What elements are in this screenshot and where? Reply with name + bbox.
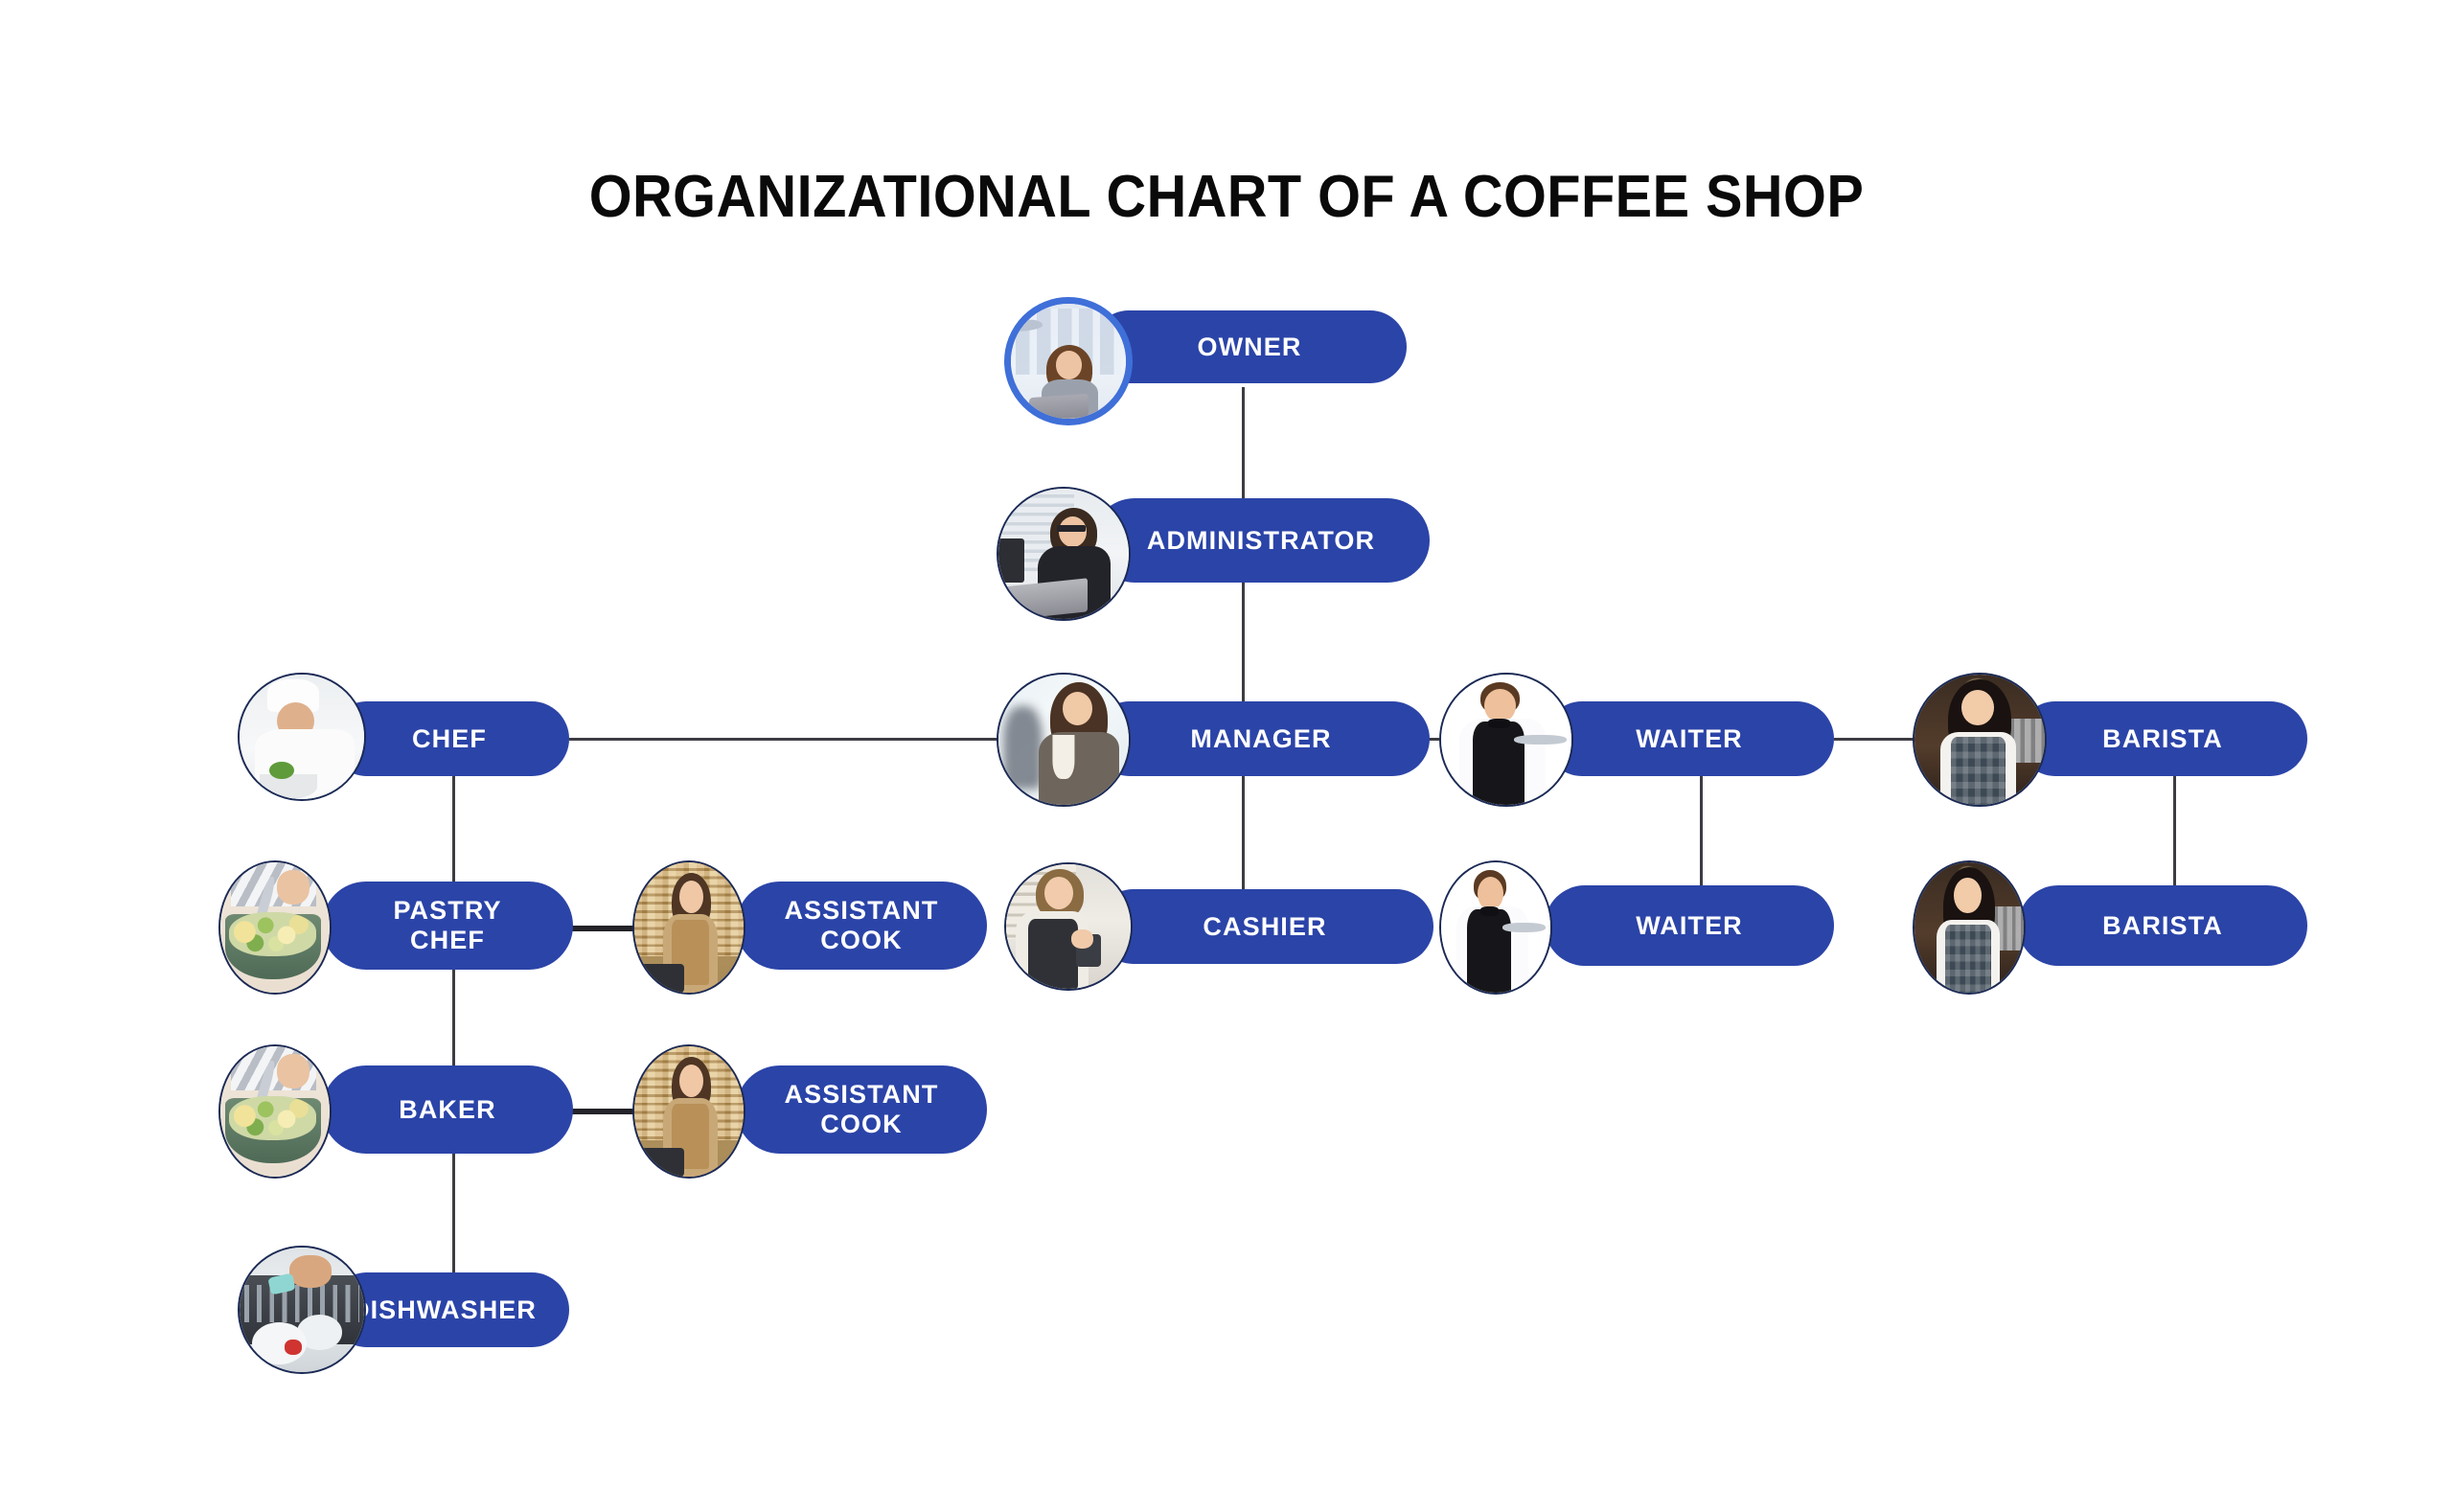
node-administrator-label: ADMINISTRATOR: [1146, 525, 1376, 555]
node-pastry-chef-photo: [218, 860, 332, 995]
node-dishwasher[interactable]: DISHWASHER: [238, 1246, 569, 1376]
node-pastry-chef[interactable]: PASTRY CHEF: [218, 860, 573, 995]
node-owner-photo: [1004, 297, 1133, 425]
node-dishwasher-photo: [238, 1246, 366, 1374]
node-assistant-cook-2-photo: [632, 1044, 745, 1179]
node-assistant-cook-1[interactable]: ASSISTANT COOK: [632, 860, 987, 995]
node-cashier[interactable]: CASHIER: [1004, 862, 1433, 993]
page-title: ORGANIZATIONAL CHART OF A COFFEE SHOP: [588, 164, 1865, 230]
node-chef[interactable]: CHEF: [238, 673, 569, 803]
node-barista-2-label: BARISTA: [2102, 910, 2223, 940]
node-administrator-pill[interactable]: ADMINISTRATOR: [1092, 498, 1430, 583]
node-assistant-cook-2[interactable]: ASSISTANT COOK: [632, 1044, 987, 1179]
node-owner-label: OWNER: [1197, 332, 1302, 361]
node-administrator[interactable]: ADMINISTRATOR: [997, 487, 1430, 621]
node-owner-pill[interactable]: OWNER: [1092, 310, 1407, 383]
connector-pastrychef-assistantcook: [571, 926, 675, 931]
connector-baker-assistantcook: [571, 1109, 675, 1114]
connector-waiter-barista: [1834, 738, 1918, 741]
node-assistant-cook-1-photo: [632, 860, 745, 995]
node-waiter-2[interactable]: WAITER: [1439, 860, 1834, 995]
node-manager-pill[interactable]: MANAGER: [1092, 701, 1430, 776]
node-barista-2-photo: [1913, 860, 2026, 995]
node-baker-label: BAKER: [399, 1094, 496, 1124]
node-waiter-1-label: WAITER: [1636, 723, 1743, 753]
connector-chef-subordinates: [452, 772, 455, 1309]
node-chef-photo: [238, 673, 366, 801]
connector-barista-barista2: [2173, 772, 2176, 912]
node-manager[interactable]: MANAGER: [997, 673, 1430, 807]
node-waiter-2-photo: [1439, 860, 1552, 995]
node-cashier-label: CASHIER: [1203, 911, 1327, 941]
node-assistant-cook-1-label: ASSISTANT COOK: [784, 896, 939, 954]
node-cashier-photo: [1004, 862, 1133, 991]
node-owner[interactable]: OWNER: [1004, 297, 1407, 425]
connector-manager-cashier: [1242, 772, 1245, 912]
node-barista-1[interactable]: BARISTA: [1913, 673, 2307, 807]
node-chef-label: CHEF: [412, 723, 487, 753]
node-baker-pill[interactable]: BAKER: [322, 1065, 573, 1154]
node-dishwasher-pill[interactable]: DISHWASHER: [330, 1272, 569, 1347]
node-waiter-1-pill[interactable]: WAITER: [1545, 701, 1834, 776]
connector-manager-chef: [569, 738, 1000, 741]
node-assistant-cook-2-pill[interactable]: ASSISTANT COOK: [736, 1065, 987, 1154]
connector-waiter-waiter2: [1700, 772, 1703, 912]
node-waiter-2-pill[interactable]: WAITER: [1545, 885, 1834, 966]
node-barista-2[interactable]: BARISTA: [1913, 860, 2307, 995]
node-pastry-chef-label: PASTRY CHEF: [393, 896, 502, 954]
node-barista-1-photo: [1913, 673, 2047, 807]
node-baker[interactable]: BAKER: [218, 1044, 573, 1179]
node-pastry-chef-pill[interactable]: PASTRY CHEF: [322, 882, 573, 970]
node-chef-pill[interactable]: CHEF: [330, 701, 569, 776]
node-barista-1-pill[interactable]: BARISTA: [2018, 701, 2307, 776]
node-waiter-1[interactable]: WAITER: [1439, 673, 1834, 807]
node-manager-photo: [997, 673, 1131, 807]
node-administrator-photo: [997, 487, 1131, 621]
node-waiter-2-label: WAITER: [1636, 910, 1743, 940]
node-cashier-pill[interactable]: CASHIER: [1096, 889, 1433, 964]
node-dishwasher-label: DISHWASHER: [350, 1294, 537, 1324]
node-manager-label: MANAGER: [1190, 723, 1332, 753]
node-assistant-cook-2-label: ASSISTANT COOK: [784, 1080, 939, 1138]
node-baker-photo: [218, 1044, 332, 1179]
node-barista-1-label: BARISTA: [2102, 723, 2223, 753]
node-waiter-1-photo: [1439, 673, 1573, 807]
node-barista-2-pill[interactable]: BARISTA: [2018, 885, 2307, 966]
node-assistant-cook-1-pill[interactable]: ASSISTANT COOK: [736, 882, 987, 970]
